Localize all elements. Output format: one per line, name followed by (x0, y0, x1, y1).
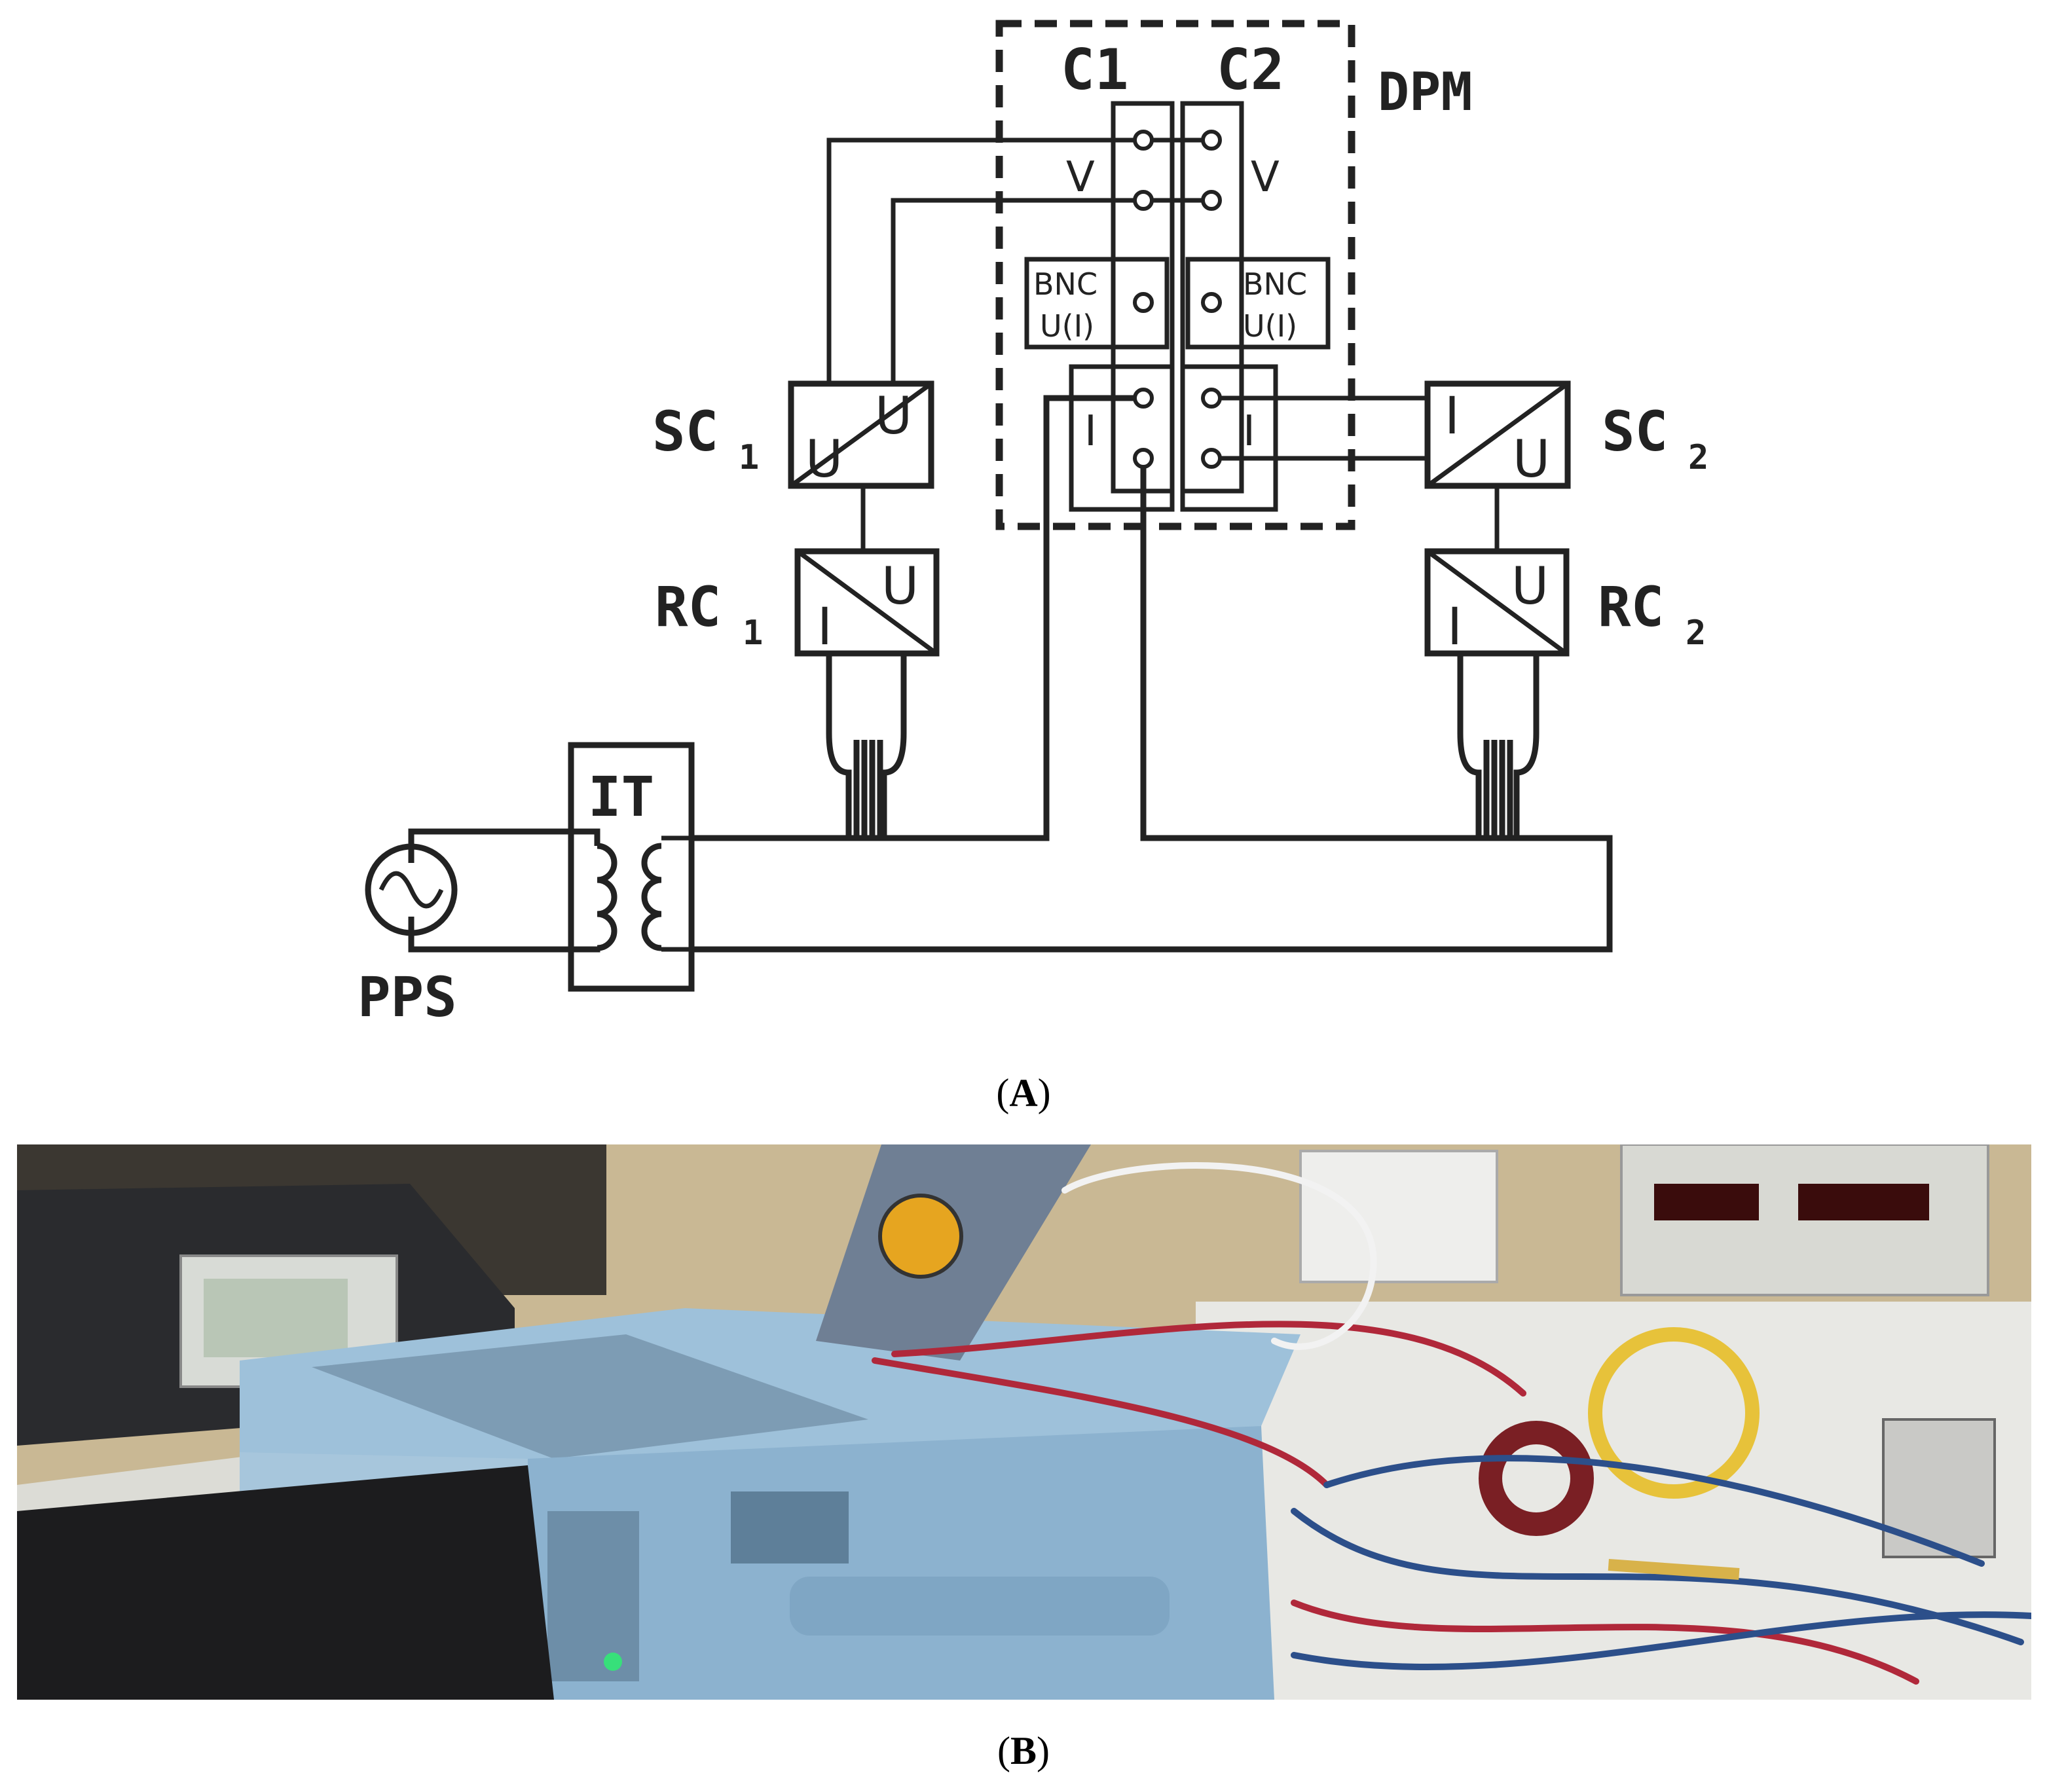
label-i-right: I (1243, 407, 1255, 456)
dc-supply-display-left (1654, 1184, 1759, 1220)
rc1-in-i: I (817, 598, 832, 657)
rogowski-coil-rc2 (1424, 548, 1570, 657)
sine-wave-icon (378, 871, 444, 909)
power-analyzer-grille (731, 1491, 849, 1563)
it-primary-winding (597, 843, 618, 951)
test-cables (872, 1162, 2031, 1685)
printer (1299, 1150, 1498, 1283)
power-analyzer-front (528, 1426, 1274, 1700)
bnc-box-right (1185, 257, 1331, 350)
rc1-diagonal (796, 549, 938, 655)
dpm-boundary (995, 20, 1355, 530)
label-c2: C2 (1217, 37, 1285, 103)
rc1-coil-loop (826, 653, 907, 838)
wire-main-upper (692, 395, 1135, 841)
programmable-power-source-pps (365, 843, 458, 936)
sc2-in-i: I (1445, 387, 1460, 446)
power-analyzer-vent (312, 1334, 868, 1459)
terminal-bnc-right (1201, 292, 1222, 313)
isolation-transformer-it (568, 742, 695, 992)
sc2-diagonal (1426, 382, 1570, 488)
power-analyzer-handle (790, 1577, 1170, 1636)
multimeter-dial (878, 1194, 963, 1279)
function-generator-screen (204, 1279, 348, 1357)
label-rc2-sub: 2 (1686, 613, 1706, 653)
caption-a-letter: A (1009, 1071, 1038, 1114)
terminal-c1-v-bottom (1133, 190, 1154, 211)
label-it: IT (588, 765, 654, 829)
bnc-box-left (1024, 257, 1170, 350)
terminal-c2-i-top (1201, 388, 1222, 409)
label-rc1-sub: 1 (743, 613, 763, 653)
rc2-coil-loop (1457, 653, 1540, 838)
rogowski-coil-rc1 (794, 548, 940, 657)
label-bnc-right: BNC (1243, 266, 1307, 302)
wire-sc1-v-lower (891, 198, 1135, 384)
label-sc1: SC (652, 399, 718, 464)
sc1-diagonal (789, 382, 933, 488)
wire-sc1-v-upper (826, 137, 1135, 384)
laptop (17, 1465, 554, 1700)
red-coil (1479, 1421, 1594, 1536)
label-i-left: I (1084, 407, 1097, 456)
terminal-c1-i-bottom (1133, 448, 1154, 469)
label-v-right: V (1251, 153, 1280, 202)
caption-b-letter: B (1010, 1729, 1037, 1772)
caption-b: (B) (997, 1729, 1050, 1772)
label-sc2-sub: 2 (1688, 438, 1708, 477)
it-secondary-winding (641, 843, 662, 951)
rc2-diagonal (1426, 549, 1568, 655)
analyzer-keypad (547, 1511, 639, 1681)
sc2-out-u: U (1513, 430, 1550, 489)
terminal-c2-v-bottom (1201, 190, 1222, 211)
label-bnc-right-ui: U(I) (1243, 308, 1297, 344)
circuit-diagram: C1 C2 DPM V V BNC U(I) BNC U(I) I I U U … (358, 20, 1708, 1029)
terminal-c2-i-bottom (1201, 448, 1222, 469)
dc-supply-display-right (1798, 1184, 1929, 1220)
terminal-c2-v-top (1201, 130, 1222, 151)
label-pps: PPS (358, 965, 457, 1029)
terminal-c1-i-top (1133, 388, 1154, 409)
sc1-in-u: U (805, 430, 843, 489)
label-rc2: RC (1598, 575, 1664, 639)
terminal-c1-v-top (1133, 130, 1154, 151)
label-sc2: SC (1602, 399, 1668, 464)
label-v-left: V (1066, 153, 1095, 202)
label-sc1-sub: 1 (739, 438, 759, 477)
current-input-box-left (1069, 364, 1175, 512)
rc1-out-u: U (881, 557, 919, 616)
label-rc1: RC (655, 575, 721, 639)
sc1-out-u: U (875, 387, 912, 446)
label-bnc-left-ui: U(I) (1040, 308, 1094, 344)
current-input-box-right (1180, 364, 1278, 512)
rogowski-coil-yellow (1588, 1327, 1760, 1499)
caption-a: (A) (996, 1071, 1051, 1114)
channel-c2-strip (1180, 101, 1244, 494)
rc2-out-u: U (1511, 557, 1549, 616)
rc2-in-i: I (1447, 598, 1462, 657)
terminal-group (1133, 130, 1222, 469)
wire-main-return (692, 467, 1613, 953)
analyzer-led (604, 1653, 622, 1671)
laboratory-setup-photo (17, 1144, 2031, 1700)
label-c1: C1 (1061, 37, 1129, 103)
label-dpm: DPM (1378, 62, 1473, 122)
screwdriver (1608, 1559, 1740, 1580)
terminal-bnc-left (1133, 292, 1154, 313)
label-bnc-left: BNC (1033, 266, 1097, 302)
